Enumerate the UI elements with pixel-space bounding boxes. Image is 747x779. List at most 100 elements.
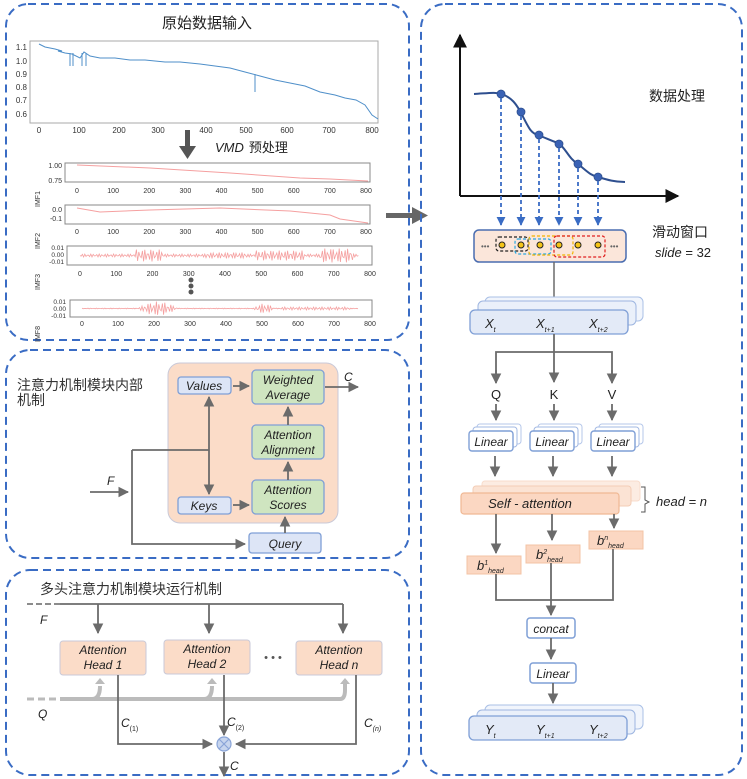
data-point — [516, 107, 526, 117]
imf-x-tick: 800 — [360, 188, 372, 195]
imf-x-tick: 200 — [148, 321, 160, 328]
linear-label: Linear — [596, 435, 630, 449]
y-tick: 0.7 — [16, 96, 28, 105]
imf-x-tick: 200 — [143, 229, 155, 236]
k-label: K — [550, 387, 559, 402]
imf-x-tick: 500 — [256, 321, 268, 328]
imf-x-tick: 600 — [288, 229, 300, 236]
window-point — [536, 241, 544, 249]
ellipsis-dot — [188, 283, 194, 289]
x-tick: 100 — [72, 126, 86, 135]
imf1-chart: IMF1 1.00 0.75 — [35, 162, 371, 207]
q-line — [60, 680, 347, 701]
q-arrow-icon — [207, 678, 217, 684]
q-to-head2 — [203, 685, 214, 701]
imf-label: IMF3 — [35, 274, 42, 290]
attention-alignment-line2: Alignment — [260, 443, 315, 457]
imf-x-tick: 100 — [112, 321, 124, 328]
b-head-2-label: b2head — [536, 547, 564, 564]
output-c-label: C — [344, 370, 353, 384]
imf1-series — [76, 164, 369, 182]
split-line — [495, 351, 613, 382]
imf-x-tick: 300 — [183, 271, 195, 278]
y-tick: 1.00 — [48, 163, 62, 170]
y-tick: 0.00 — [51, 252, 64, 259]
imf-x-tick: 600 — [292, 321, 304, 328]
b-head-1-label: b1head — [477, 558, 505, 575]
window-point — [498, 241, 506, 249]
imf-x-tick: 700 — [324, 188, 336, 195]
head2-output-label: C(2) — [227, 715, 244, 732]
y-tick: 0.6 — [16, 110, 28, 119]
attention-internal-panel: 注意力机制模块内部 机制 Values Keys Weighted Averag… — [5, 349, 410, 559]
y-tick: 0.8 — [16, 83, 28, 92]
window-point — [574, 241, 582, 249]
head-brace-icon — [641, 486, 651, 513]
window-point — [594, 241, 602, 249]
head1-output-label: C(1) — [121, 716, 138, 733]
imf-x-tick: 300 — [184, 321, 196, 328]
values-label: Values — [186, 379, 222, 393]
weighted-average-line2: Average — [265, 388, 311, 402]
head-n-line1: Attention — [314, 643, 363, 657]
b-head-2-box — [525, 544, 581, 564]
attention-head-n — [295, 640, 383, 676]
headn-output-line — [234, 675, 357, 750]
attention-internal-title-line2: 机制 — [17, 393, 45, 409]
data-point — [554, 139, 564, 149]
q-label: Q — [491, 387, 501, 402]
heads-ellipsis: • • • — [264, 652, 282, 664]
imf2-series — [76, 207, 369, 224]
merge-line — [495, 549, 614, 601]
linear-q: Linear — [468, 423, 522, 452]
q-arrow-icon — [340, 678, 350, 684]
attention-scores-line2: Scores — [269, 498, 306, 512]
x-tick: 600 — [280, 126, 294, 135]
imf-x-tick: 200 — [147, 271, 159, 278]
imf-x-tick: 100 — [110, 271, 122, 278]
imf-x-tick: 800 — [364, 321, 376, 328]
input-xt2: Xt+2 — [588, 316, 608, 334]
x-tick: 400 — [199, 126, 213, 135]
chart-frame — [64, 204, 371, 225]
y-tick: -0.01 — [49, 259, 64, 266]
window-frame-4 — [553, 235, 606, 258]
processing-panel: 数据处理 ••• ••• — [420, 3, 743, 776]
self-attention-box — [460, 492, 620, 515]
window-frame-1 — [495, 236, 529, 252]
final-output-label: C — [230, 759, 239, 773]
y-tick: 0.9 — [16, 70, 28, 79]
imf-x-tick: 300 — [180, 229, 192, 236]
panel-border — [5, 3, 410, 341]
output-yt1: Yt+1 — [536, 722, 555, 740]
down-arrow-icon — [179, 146, 196, 159]
imf-x-tick: 400 — [220, 321, 232, 328]
imf2-chart: IMF2 0.0 -0.1 — [35, 204, 371, 249]
imf-x-tick: 700 — [328, 271, 340, 278]
head-2-line2: Head 2 — [188, 657, 227, 671]
multi-head-panel: 多头注意力机制模块运行机制 F Attention Head 1 Attenti… — [5, 569, 410, 778]
b-head-n-box — [588, 530, 644, 550]
imf-x-tick: 0 — [80, 321, 84, 328]
imf8-series — [81, 301, 359, 315]
imf-x-tick: 400 — [216, 229, 228, 236]
output-yt2: Yt+2 — [589, 722, 608, 740]
x-tick: 300 — [151, 126, 165, 135]
imf-x-tick: 0 — [75, 188, 79, 195]
trend-curve — [473, 91, 626, 183]
concat-label: concat — [533, 622, 569, 636]
b-head-1-box — [466, 555, 522, 575]
v-label: V — [608, 387, 617, 402]
raw-input-title: 原始数据输入 — [162, 14, 252, 32]
head-2-line1: Attention — [182, 642, 231, 656]
raw-input-panel: 原始数据输入 1.1 1.0 0.9 0.8 0.7 0.6 0 100 200 — [5, 3, 410, 342]
ellipsis-dot — [188, 289, 194, 295]
window-point — [517, 241, 525, 249]
imf-x-tick: 100 — [107, 188, 119, 195]
y-tick: -0.1 — [50, 216, 62, 223]
imf-x-tick: 600 — [288, 188, 300, 195]
head-1-line2: Head 1 — [84, 658, 123, 672]
imf-label: IMF2 — [35, 233, 42, 249]
q-to-head1 — [91, 685, 102, 701]
x-tick: 700 — [322, 126, 336, 135]
